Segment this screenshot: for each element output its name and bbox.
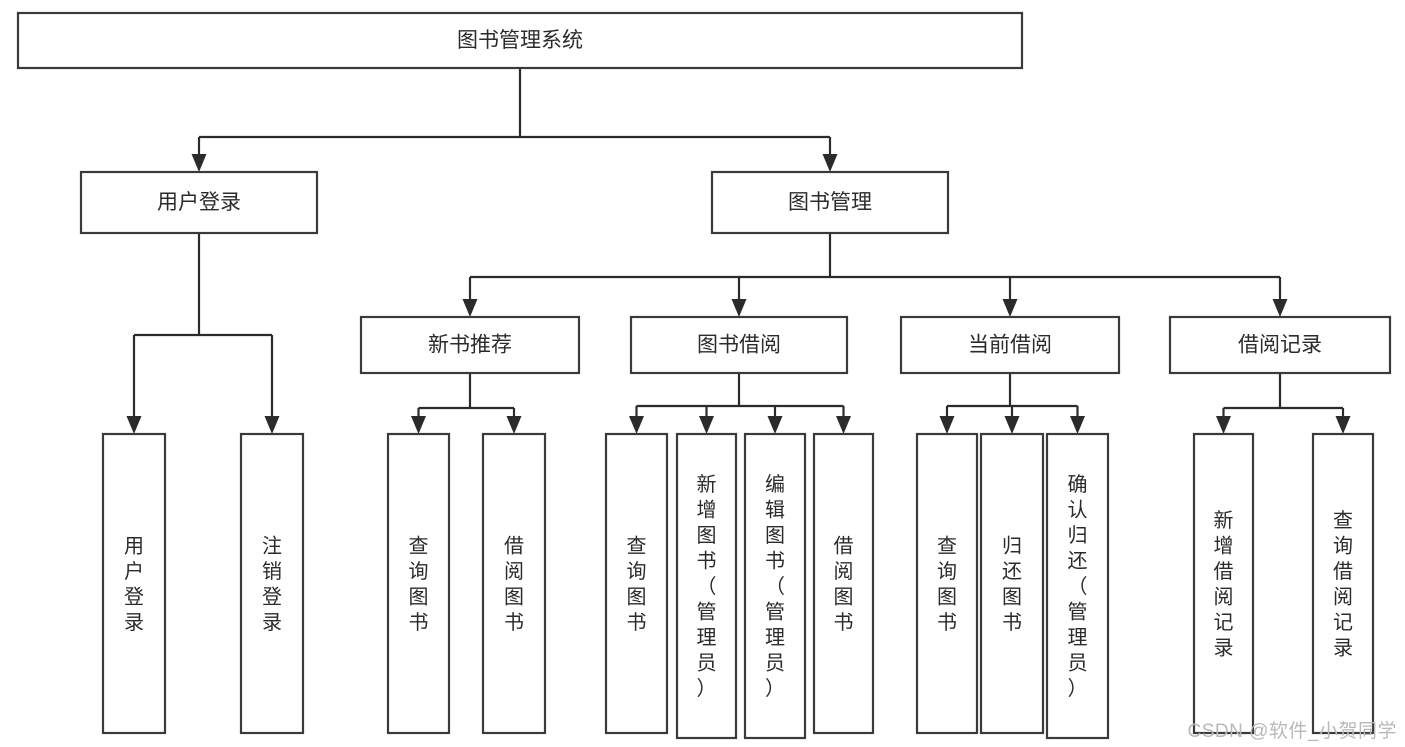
node-label-leaf-user-login: 用户登录 xyxy=(124,535,144,634)
arrow-head xyxy=(1070,416,1085,434)
arrow-head xyxy=(629,416,644,434)
arrow-head xyxy=(731,299,747,317)
node-box-borrow-record xyxy=(1168,315,1392,375)
node-leaf-borrow-book-2[interactable]: 借阅图书 xyxy=(812,432,875,735)
node-box-leaf-return-book xyxy=(979,432,1045,735)
connector-group-user-login xyxy=(126,233,280,434)
node-label-leaf-borrow-book-1: 借阅图书 xyxy=(504,534,524,634)
node-leaf-add-book[interactable]: 新增图书（管理员） xyxy=(675,432,738,740)
node-box-book-borrow xyxy=(629,315,849,375)
node-box-user-login xyxy=(79,170,319,235)
node-label-root: 图书管理系统 xyxy=(457,29,583,52)
arrow-head xyxy=(1335,416,1351,434)
arrow-head xyxy=(506,416,522,434)
connector-group-book-borrow xyxy=(629,373,851,434)
node-box-leaf-query-record xyxy=(1311,432,1375,735)
node-box-leaf-borrow-book-2 xyxy=(812,432,875,735)
node-leaf-confirm-return[interactable]: 确认归还（管理员） xyxy=(1045,432,1110,740)
node-layer: 图书管理系统用户登录图书管理新书推荐图书借阅当前借阅借阅记录用户登录注销登录查询… xyxy=(16,11,1392,740)
node-root[interactable]: 图书管理系统 xyxy=(16,11,1024,70)
node-current-borrow[interactable]: 当前借阅 xyxy=(899,315,1121,375)
node-user-login[interactable]: 用户登录 xyxy=(79,170,319,235)
node-label-leaf-add-book: 新增图书（管理员） xyxy=(697,473,717,700)
node-leaf-edit-book[interactable]: 编辑图书（管理员） xyxy=(743,432,807,740)
arrow-head xyxy=(822,154,838,172)
node-book-borrow[interactable]: 图书借阅 xyxy=(629,315,849,375)
node-label-leaf-query-book-2: 查询图书 xyxy=(627,534,647,634)
node-leaf-return-book[interactable]: 归还图书 xyxy=(979,432,1045,735)
edge-layer xyxy=(126,68,1351,434)
watermark: CSDN @软件_小贺同学 xyxy=(1187,721,1397,742)
node-leaf-query-book-1[interactable]: 查询图书 xyxy=(386,432,451,735)
connector-group-root xyxy=(191,68,838,172)
node-box-new-book-recommend xyxy=(359,315,581,375)
node-borrow-record[interactable]: 借阅记录 xyxy=(1168,315,1392,375)
node-label-leaf-edit-book: 编辑图书（管理员） xyxy=(765,473,785,700)
node-leaf-query-book-3[interactable]: 查询图书 xyxy=(915,432,979,735)
node-box-leaf-add-book xyxy=(675,432,738,740)
node-label-leaf-return-book: 归还图书 xyxy=(1002,534,1022,634)
node-book-manage[interactable]: 图书管理 xyxy=(710,170,950,235)
arrow-head xyxy=(264,416,280,434)
node-label-user-login: 用户登录 xyxy=(157,191,241,214)
node-box-leaf-confirm-return xyxy=(1045,432,1110,740)
node-label-borrow-record: 借阅记录 xyxy=(1238,334,1322,357)
node-box-book-manage xyxy=(710,170,950,235)
node-box-leaf-query-book-3 xyxy=(915,432,979,735)
arrow-head xyxy=(836,416,851,434)
node-label-leaf-query-record: 查询借阅记录 xyxy=(1333,509,1353,660)
node-leaf-user-logout[interactable]: 注销登录 xyxy=(239,432,305,735)
arrow-head xyxy=(191,154,207,172)
node-label-leaf-query-book-3: 查询图书 xyxy=(937,534,957,634)
arrow-head xyxy=(699,416,714,434)
node-label-leaf-add-record: 新增借阅记录 xyxy=(1214,509,1234,660)
arrow-head xyxy=(939,416,955,434)
node-label-leaf-confirm-return: 确认归还（管理员） xyxy=(1068,473,1088,700)
node-box-leaf-add-record xyxy=(1192,432,1255,735)
node-box-leaf-borrow-book-1 xyxy=(481,432,547,735)
arrow-head xyxy=(126,416,142,434)
connector-group-new-book-recommend xyxy=(411,373,522,434)
node-leaf-user-login[interactable]: 用户登录 xyxy=(101,432,167,735)
node-leaf-add-record[interactable]: 新增借阅记录 xyxy=(1192,432,1255,735)
node-label-current-borrow: 当前借阅 xyxy=(968,334,1052,357)
connector-group-borrow-record xyxy=(1216,373,1351,434)
node-leaf-query-record[interactable]: 查询借阅记录 xyxy=(1311,432,1375,735)
node-box-current-borrow xyxy=(899,315,1121,375)
node-box-leaf-query-book-2 xyxy=(604,432,669,735)
node-label-book-manage: 图书管理 xyxy=(788,191,872,214)
node-label-book-borrow: 图书借阅 xyxy=(697,334,781,357)
node-leaf-query-book-2[interactable]: 查询图书 xyxy=(604,432,669,735)
node-box-leaf-user-login xyxy=(101,432,167,735)
arrow-head xyxy=(1216,416,1231,434)
node-new-book-recommend[interactable]: 新书推荐 xyxy=(359,315,581,375)
node-box-root xyxy=(16,11,1024,70)
arrow-head xyxy=(411,416,426,434)
arrow-head xyxy=(1272,299,1288,317)
connector-group-current-borrow xyxy=(939,373,1085,434)
connector-group-book-manage xyxy=(462,233,1288,317)
arrow-head xyxy=(462,299,478,317)
node-box-leaf-edit-book xyxy=(743,432,807,740)
node-label-leaf-borrow-book-2: 借阅图书 xyxy=(834,534,854,634)
arrow-head xyxy=(1002,299,1018,317)
node-label-leaf-user-logout: 注销登录 xyxy=(262,534,282,634)
node-box-leaf-user-logout xyxy=(239,432,305,735)
node-box-leaf-query-book-1 xyxy=(386,432,451,735)
arrow-head xyxy=(1004,416,1020,434)
arrow-head xyxy=(767,416,783,434)
node-label-new-book-recommend: 新书推荐 xyxy=(428,334,512,357)
node-leaf-borrow-book-1[interactable]: 借阅图书 xyxy=(481,432,547,735)
node-label-leaf-query-book-1: 查询图书 xyxy=(409,534,429,634)
